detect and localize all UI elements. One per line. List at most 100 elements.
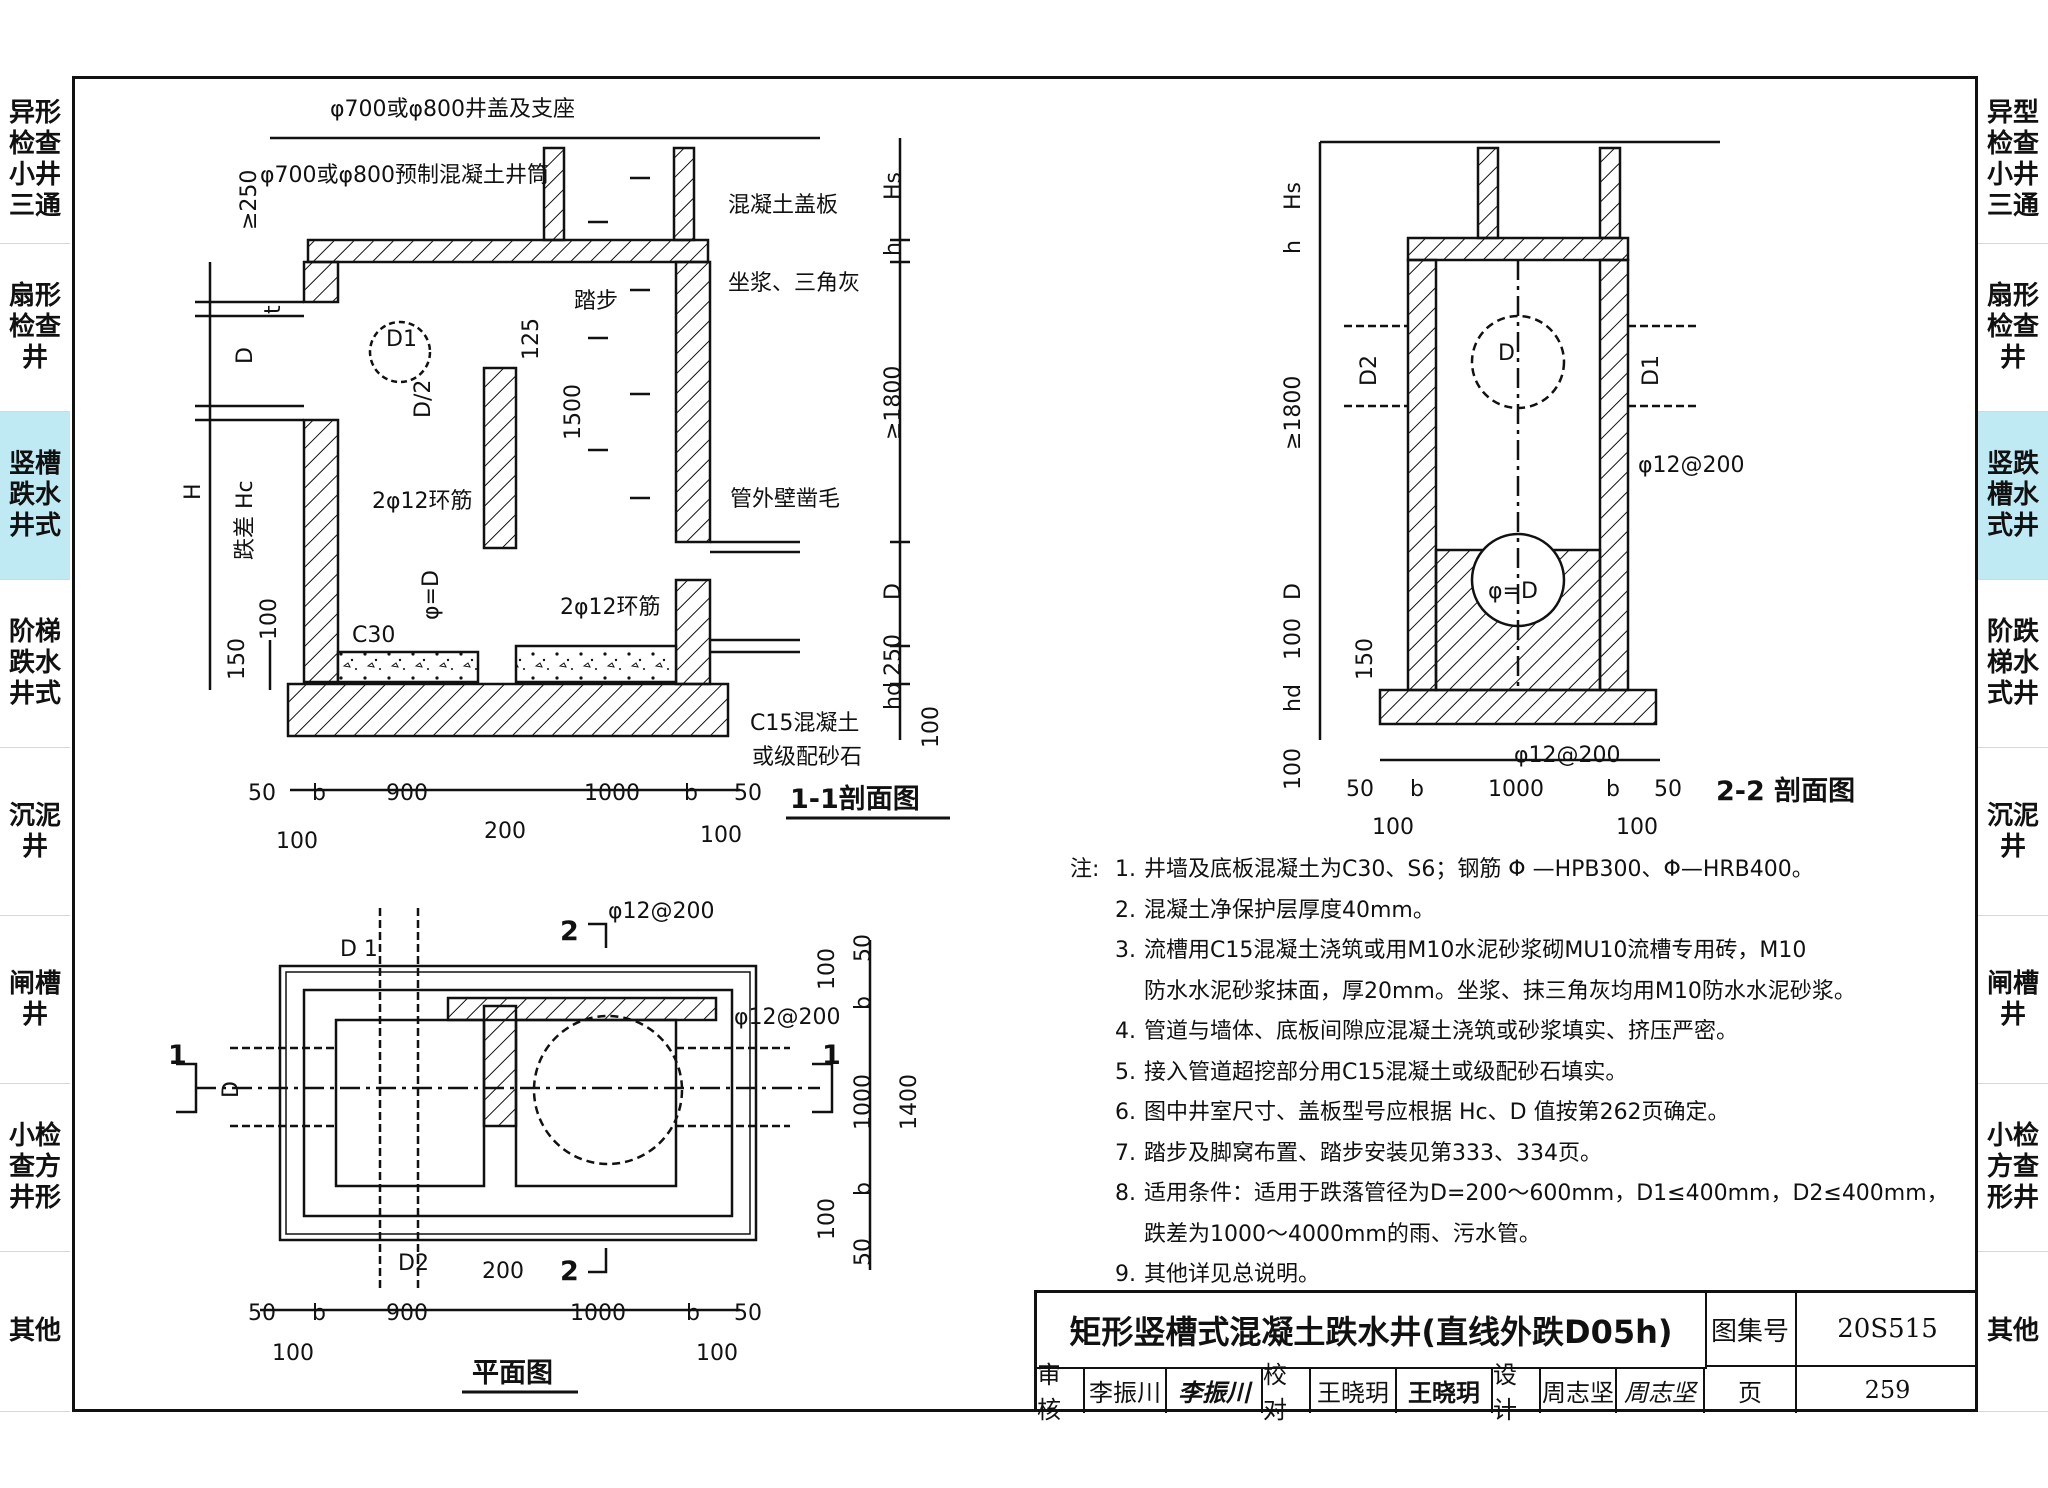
label-cover: φ700或φ800井盖及支座	[330, 97, 575, 122]
designer-name: 周志坚	[1541, 1367, 1617, 1413]
dim-bottom-3: 1000	[584, 781, 640, 806]
checker-signature: 王晓玥	[1397, 1367, 1493, 1413]
tab-right-0[interactable]: 异型检查小井三通	[1978, 76, 2048, 244]
plan-D2: D2	[398, 1251, 429, 1276]
tab-left-1[interactable]: 扇形检查井	[0, 244, 70, 412]
dim2-h: h	[1281, 240, 1306, 254]
dim-bottom2-1: 200	[484, 819, 526, 844]
note-1: 井墙及底板混凝土为C30、S6；钢筋 Φ —HPB300、Φ—HRB400。	[1144, 857, 1814, 882]
left-category-tabs: 异形检查小井三通 扇形检查井 竖槽跌水井式 阶梯跌水井式 沉泥井 闸槽井 小检查…	[0, 76, 70, 1412]
section-2-2-title: 2-2 剖面图	[1716, 775, 1855, 807]
label-drop: 跌差 Hc	[233, 480, 258, 560]
cut-1-left: 1	[168, 1040, 187, 1071]
dim2-bottom2-1: 100	[1616, 815, 1658, 840]
plan-right-0: 50	[851, 934, 876, 962]
tab-right-2[interactable]: 竖跌槽水式井	[1978, 412, 2048, 580]
section-2-2	[1318, 140, 1720, 762]
plan-bottom-3: 1000	[570, 1301, 626, 1326]
dim-bottom-5: 50	[734, 781, 762, 806]
design-notes: 注:1.井墙及底板混凝土为C30、S6；钢筋 Φ —HPB300、Φ—HRB40…	[1070, 850, 1950, 1296]
section-2-2-labels: Hs h ≥1800 D 100 150 hd 100 D2 D1 D' φ=D…	[1281, 182, 1855, 840]
dim2-ge1800: ≥1800	[1281, 376, 1306, 450]
label-gravel: 或级配砂石	[752, 745, 862, 770]
label-mortar: 坐浆、三角灰	[728, 271, 860, 296]
note-7: 踏步及脚窝布置、踏步安装见第333、334页。	[1144, 1140, 1602, 1166]
plan-view	[176, 908, 872, 1312]
dim-bottom-2: 900	[386, 781, 428, 806]
atlas-number: 20S515	[1797, 1293, 1978, 1367]
dim2-150: 150	[1353, 638, 1378, 680]
tab-left-3[interactable]: 阶梯跌水井式	[0, 580, 70, 748]
dim-1500: 1500	[561, 384, 586, 440]
plan-D: D	[219, 1081, 244, 1098]
plan-right-5: 100	[815, 1198, 840, 1240]
tab-left-2[interactable]: 竖槽跌水井式	[0, 412, 70, 580]
dim-bottom2-2: 100	[700, 823, 742, 848]
tab-left-7[interactable]: 其他	[0, 1252, 70, 1412]
dim2-phiD: φ=D	[1488, 579, 1538, 604]
plan-bottom-2: 900	[386, 1301, 428, 1326]
title-block: 矩形竖槽式混凝土跌水井(直线外跌D05h) 图集号 20S515 审核 李振川 …	[1034, 1290, 1978, 1424]
plan-labels: 1 1 2 2 φ12@200 φ12@200 D 1 D2 D 200 50 …	[168, 899, 922, 1394]
plan-bottom2-0: 100	[272, 1341, 314, 1366]
dim-Hs: Hs	[881, 172, 906, 200]
page-label: 页	[1705, 1367, 1797, 1413]
label-shaft: φ700或φ800预制混凝土井筒	[260, 163, 549, 188]
dim-bottom-1: b	[312, 781, 326, 806]
dim2-bottom-4: 50	[1654, 777, 1682, 802]
section-1-1-title: 1-1剖面图	[790, 783, 920, 815]
drawing-frame	[72, 76, 1978, 1412]
notes-head: 注:	[1070, 857, 1100, 882]
designer-signature: 周志坚	[1617, 1367, 1705, 1413]
plan-rebar-2: φ12@200	[734, 1005, 841, 1030]
checker-name: 王晓玥	[1311, 1367, 1397, 1413]
plan-200: 200	[482, 1259, 524, 1284]
tab-right-4[interactable]: 沉泥井	[1978, 748, 2048, 916]
plan-right-4: b	[851, 1182, 876, 1196]
plan-rebar-1: φ12@200	[608, 899, 715, 924]
plan-right-1: 100	[815, 948, 840, 990]
dim2-bottom-1: b	[1410, 777, 1424, 802]
dim-hd: hd	[881, 682, 906, 710]
dim2-bottom2-0: 100	[1372, 815, 1414, 840]
tab-right-1[interactable]: 扇形检查井	[1978, 244, 2048, 412]
dim2-bottom-2: 1000	[1488, 777, 1544, 802]
dim-125: 125	[519, 318, 544, 360]
dim-100-left: 100	[257, 598, 282, 640]
dim2-bottom-3: b	[1606, 777, 1620, 802]
tab-left-0[interactable]: 异形检查小井三通	[0, 76, 70, 244]
dim2-hd: hd	[1281, 684, 1306, 712]
note-3-cont: 防水水泥砂浆抹面，厚20mm。坐浆、抹三角灰均用M10防水水泥砂浆。	[1144, 978, 1856, 1004]
tab-right-5[interactable]: 闸槽井	[1978, 916, 2048, 1084]
tab-left-4[interactable]: 沉泥井	[0, 748, 70, 916]
cut-1-right: 1	[822, 1040, 841, 1071]
note-8-cont: 跌差为1000～4000mm的雨、污水管。	[1144, 1221, 1541, 1247]
label-ring-bar-1: 2φ12环筋	[372, 489, 473, 514]
dim2-100b: 100	[1281, 748, 1306, 790]
cut-2-bottom: 2	[560, 1256, 579, 1287]
tab-left-5[interactable]: 闸槽井	[0, 916, 70, 1084]
cut-2-top: 2	[560, 916, 579, 947]
dim-ge250: ≥250	[237, 170, 262, 230]
label-ring-bar-2: 2φ12环筋	[560, 595, 661, 620]
drawing-title: 矩形竖槽式混凝土跌水井(直线外跌D05h)	[1037, 1293, 1707, 1369]
tab-right-7[interactable]: 其他	[1978, 1252, 2048, 1412]
note-5: 接入管道超挖部分用C15混凝土或级配砂石填实。	[1144, 1059, 1628, 1085]
tab-left-6[interactable]: 小检查方井形	[0, 1084, 70, 1252]
dim2-D1: D1	[1639, 355, 1664, 386]
section-1-1	[195, 136, 910, 792]
note-3: 流槽用C15混凝土浇筑或用M10水泥砂浆砌MU10流槽专用砖，M10	[1144, 938, 1807, 963]
dim-h: h	[881, 242, 906, 256]
label-c15: C15混凝土	[750, 711, 859, 736]
plan-bottom-1: b	[312, 1301, 326, 1326]
dim-bottom-0: 50	[248, 781, 276, 806]
rebar-2-2-1: φ12@200	[1638, 453, 1745, 478]
design-label: 设计	[1493, 1361, 1541, 1424]
reviewer-signature: 李振川	[1167, 1367, 1263, 1413]
dim-t: t	[261, 305, 286, 314]
label-H: H	[181, 483, 206, 500]
tab-right-6[interactable]: 小检方查形井	[1978, 1084, 2048, 1252]
tab-right-3[interactable]: 阶跌梯水式井	[1978, 580, 2048, 748]
dim-150-left: 150	[225, 638, 250, 680]
